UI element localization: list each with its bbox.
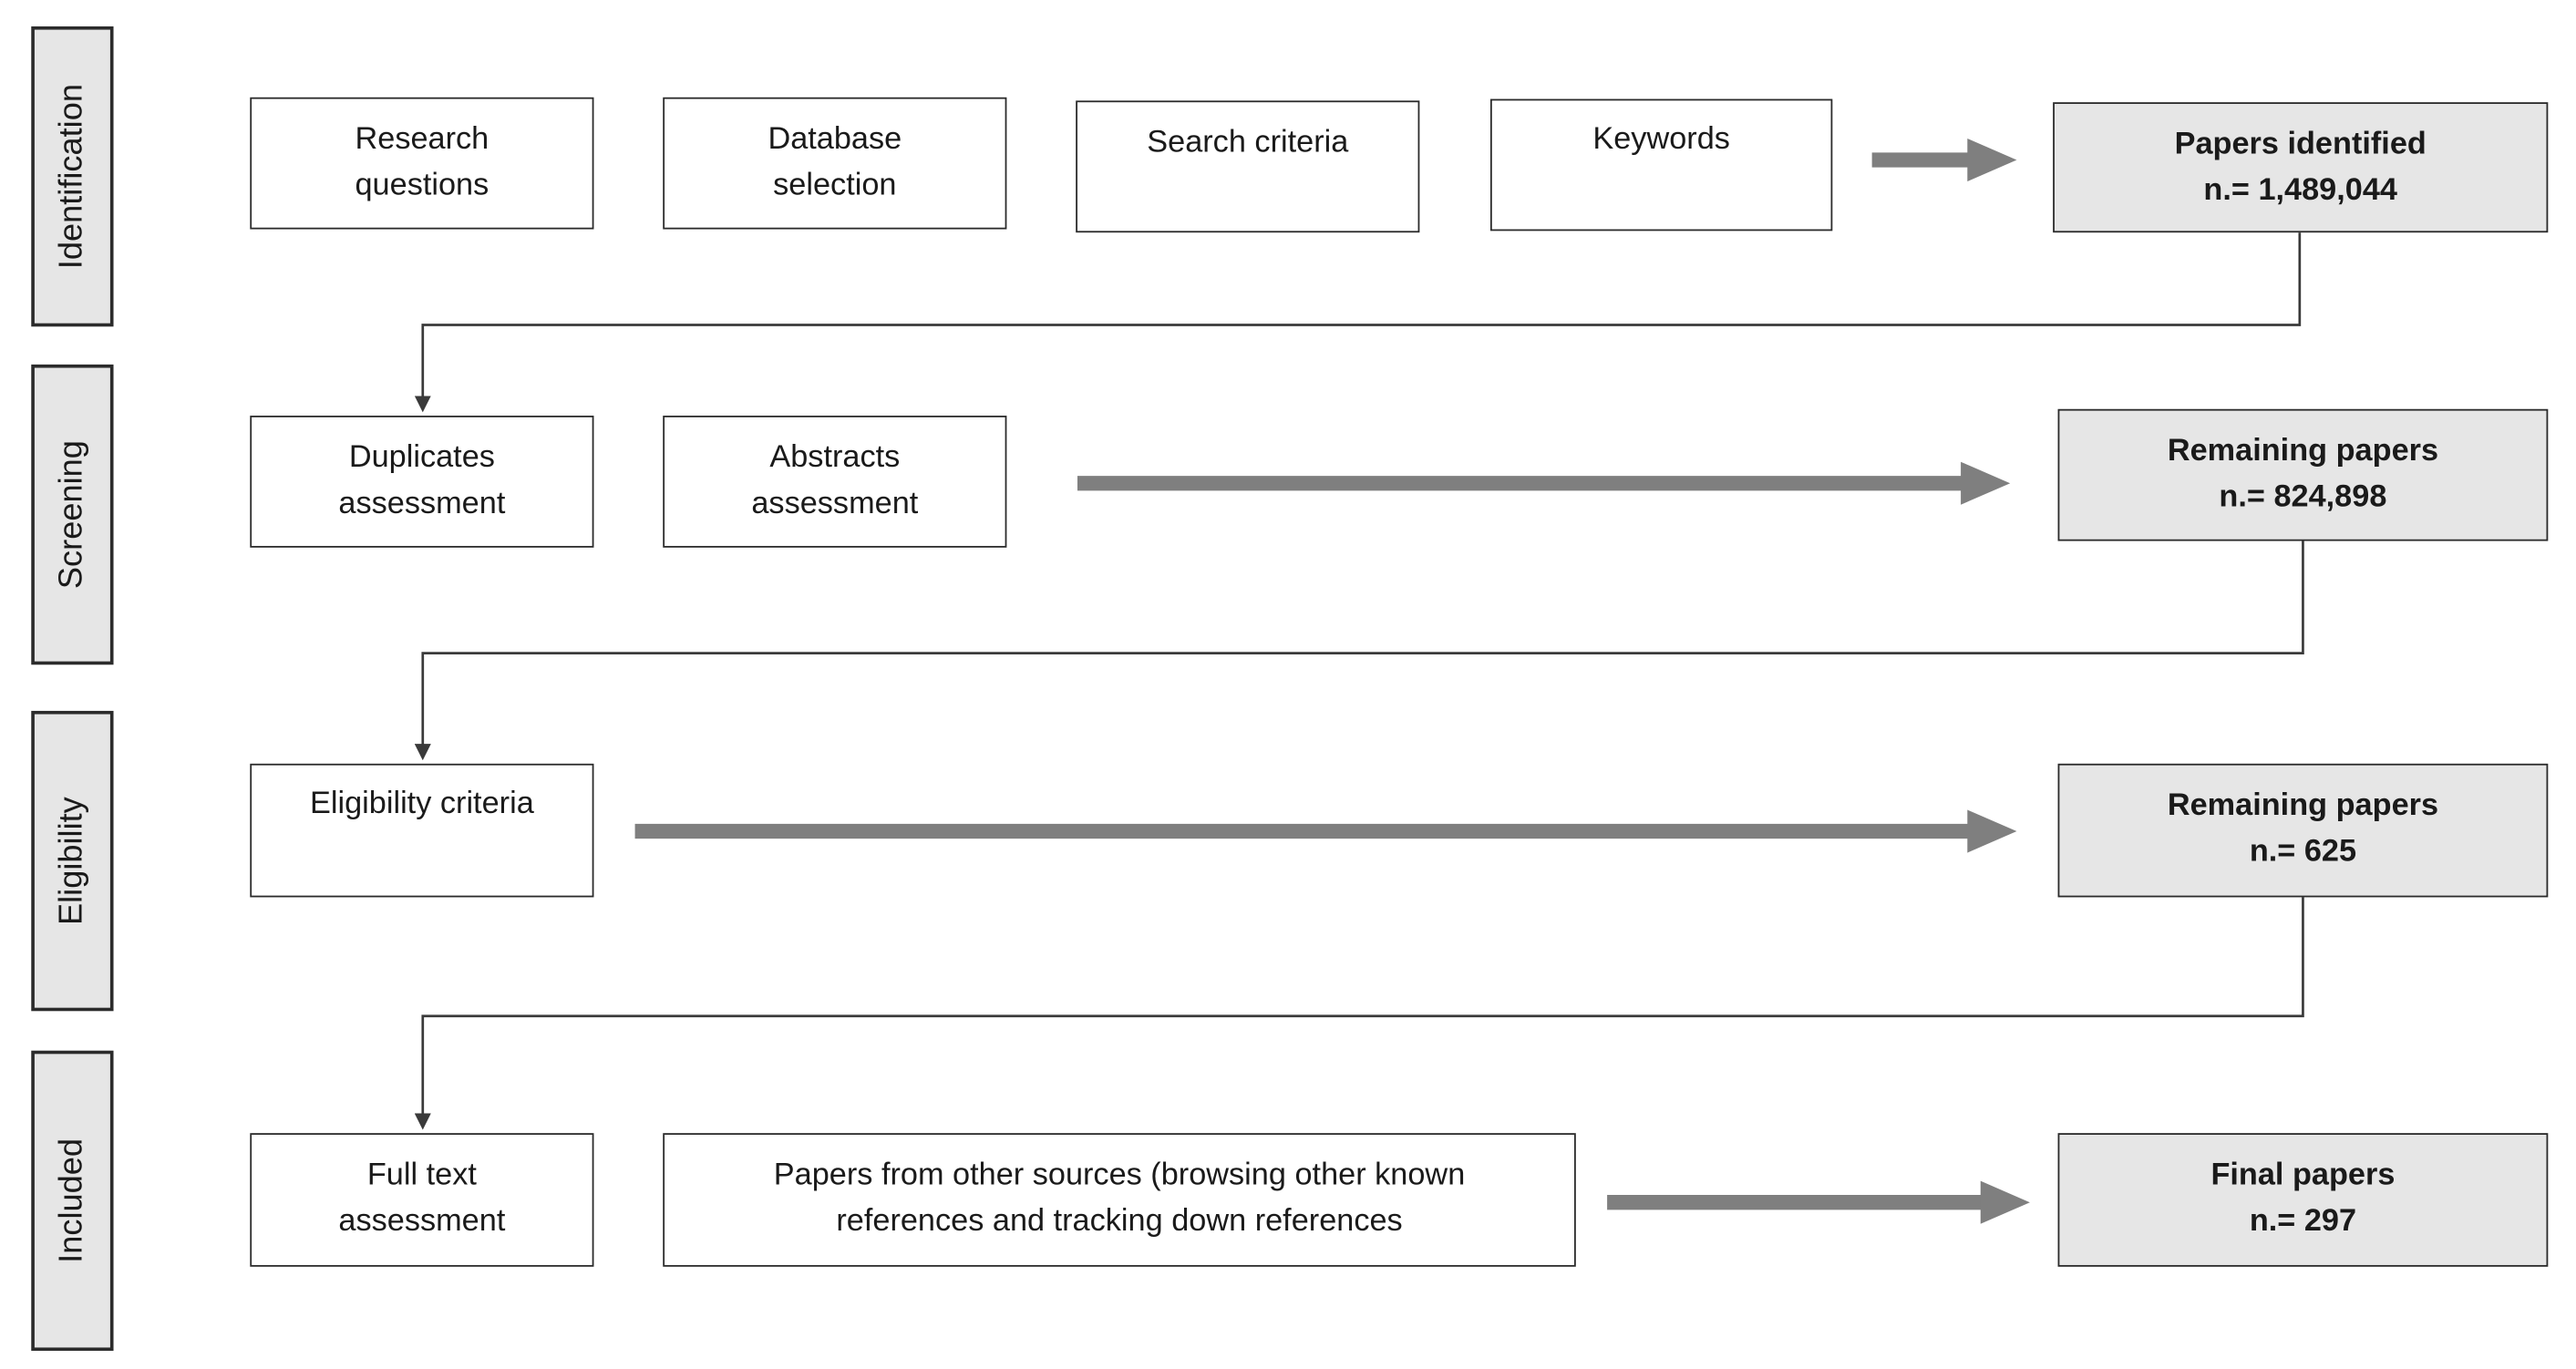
step-keywords: Keywords xyxy=(1489,98,1833,232)
phase-label: Screening xyxy=(53,440,90,590)
step-duplicates-assessment: Duplicates assessment xyxy=(250,416,594,548)
result-count: n.= 1,489,044 xyxy=(2203,173,2398,209)
phase-included: Included xyxy=(31,1050,114,1352)
step-full-text-assessment: Full text assessment xyxy=(250,1133,594,1267)
result-count: n.= 824,898 xyxy=(2219,479,2387,515)
result-title: Final papers xyxy=(2210,1158,2396,1193)
result-papers-identified: Papers identified n.= 1,489,044 xyxy=(2053,102,2549,233)
result-remaining-papers-screening: Remaining papers n.= 824,898 xyxy=(2057,408,2549,541)
step-label: Database selection xyxy=(768,121,902,203)
result-title: Papers identified xyxy=(2174,127,2427,162)
step-abstracts-assessment: Abstracts assessment xyxy=(663,416,1007,548)
thick-arrow-included xyxy=(1607,1180,2030,1224)
step-label: Duplicates assessment xyxy=(338,440,506,521)
result-title: Remaining papers xyxy=(2167,787,2439,823)
step-label: Search criteria xyxy=(1147,125,1349,160)
step-label: Research questions xyxy=(355,121,489,203)
result-count: n.= 625 xyxy=(2249,834,2357,870)
phase-screening: Screening xyxy=(31,364,114,665)
step-label: Eligibility criteria xyxy=(309,787,534,822)
step-research-questions: Research questions xyxy=(250,97,594,230)
step-label: Papers from other sources (browsing othe… xyxy=(773,1158,1466,1240)
thick-arrow-eligibility xyxy=(634,809,2017,853)
step-database-selection: Database selection xyxy=(663,97,1007,230)
result-final-papers: Final papers n.= 297 xyxy=(2057,1133,2549,1267)
thick-arrow-identification xyxy=(1871,139,2017,182)
phase-eligibility: Eligibility xyxy=(31,710,114,1012)
connector-screening-to-eligibility xyxy=(414,540,2304,761)
result-count: n.= 297 xyxy=(2249,1204,2357,1240)
phase-identification: Identification xyxy=(31,26,114,327)
phase-label: Eligibility xyxy=(53,797,90,926)
result-title: Remaining papers xyxy=(2167,433,2439,468)
step-papers-from-other-sources: Papers from other sources (browsing othe… xyxy=(663,1133,1576,1267)
step-label: Abstracts assessment xyxy=(751,440,919,521)
connector-eligibility-to-included xyxy=(414,897,2304,1130)
connector-identification-to-screening xyxy=(414,232,2302,413)
step-search-criteria: Search criteria xyxy=(1076,100,1420,233)
phase-label: Included xyxy=(53,1137,90,1263)
thick-arrow-screening xyxy=(1077,461,2011,505)
step-label: Keywords xyxy=(1592,121,1730,157)
step-eligibility-criteria: Eligibility criteria xyxy=(250,763,594,898)
phase-label: Identification xyxy=(53,84,90,270)
step-label: Full text assessment xyxy=(338,1158,506,1240)
result-remaining-papers-eligibility: Remaining papers n.= 625 xyxy=(2057,763,2549,898)
